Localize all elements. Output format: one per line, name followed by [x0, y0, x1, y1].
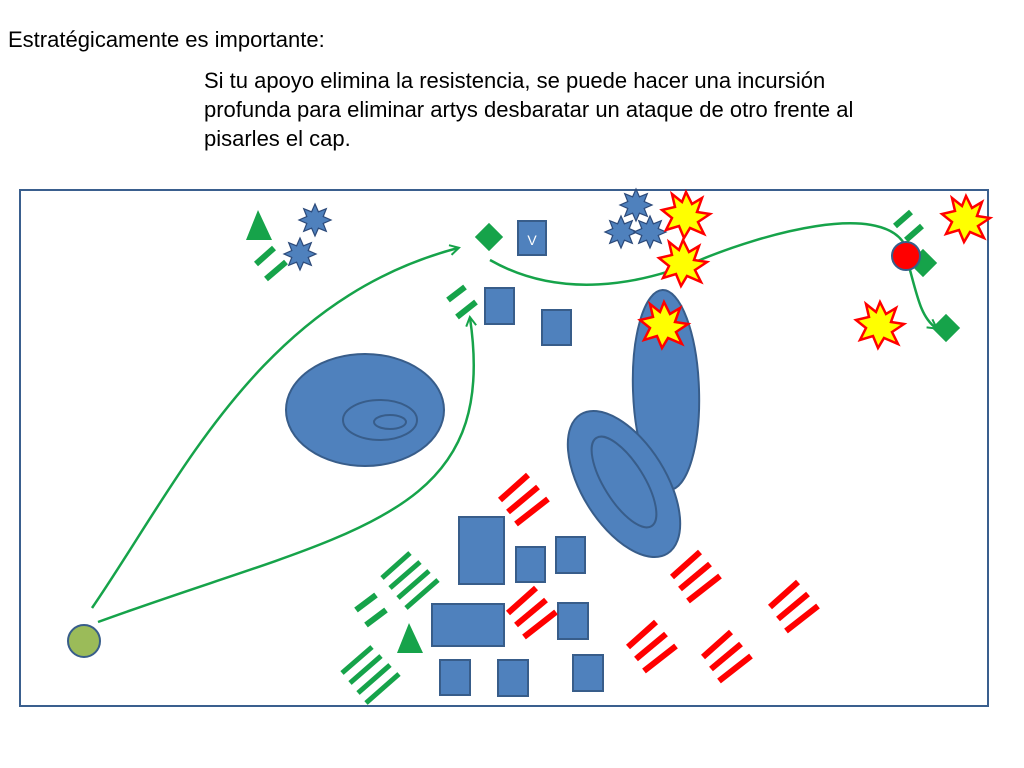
- artillery-star: [632, 214, 668, 250]
- friendly-stripes-large: [340, 551, 440, 705]
- path-raid-end: [908, 269, 936, 328]
- artillery-star: [297, 202, 333, 238]
- building: [431, 603, 505, 647]
- building: [557, 602, 589, 640]
- enemy-unit: [768, 579, 820, 634]
- path-to-diamond: [90, 248, 458, 609]
- vehicle-label: V: [527, 232, 537, 248]
- friendly-triangle: [397, 623, 423, 653]
- enemy-unit: [506, 585, 558, 640]
- hill-right-lower: [566, 409, 682, 559]
- slide-paragraph: Si tu apoyo elimina la resistencia, se p…: [204, 68, 854, 151]
- artillery-star: [603, 214, 639, 250]
- building: [484, 287, 515, 325]
- building: [541, 309, 572, 346]
- movement-paths: [90, 222, 936, 624]
- enemy-unit: [670, 549, 722, 604]
- hill-left: [285, 353, 445, 467]
- artillery-stars: [282, 187, 668, 272]
- explosion-icon: [939, 192, 994, 245]
- artillery-star: [282, 236, 318, 272]
- building: [439, 659, 471, 696]
- slide-heading: Estratégicamente es importante:: [8, 27, 325, 52]
- friendly-diamond: [931, 313, 961, 343]
- building: [458, 516, 505, 585]
- explosions: [637, 188, 994, 351]
- vehicle-v: V: [517, 220, 547, 256]
- enemy-cap-marker: [891, 241, 921, 271]
- explosion-icon: [637, 298, 692, 351]
- explosion-icon: [659, 188, 714, 241]
- building: [555, 536, 586, 574]
- friendly-triangle: [246, 210, 272, 240]
- buildings: [431, 287, 604, 697]
- building: [572, 654, 604, 692]
- enemy-unit: [626, 619, 678, 674]
- artillery-star: [618, 187, 654, 223]
- friendly-stripes-small: [254, 209, 924, 628]
- path-to-hill-flank: [97, 318, 474, 624]
- explosion-icon: [853, 298, 908, 351]
- building: [497, 659, 529, 697]
- enemy-unit: [498, 472, 550, 527]
- explosion-icon: [656, 236, 711, 289]
- building: [515, 546, 546, 583]
- enemy-unit: [701, 629, 753, 684]
- player-marker: [67, 624, 101, 658]
- enemy-stripes: [498, 472, 820, 684]
